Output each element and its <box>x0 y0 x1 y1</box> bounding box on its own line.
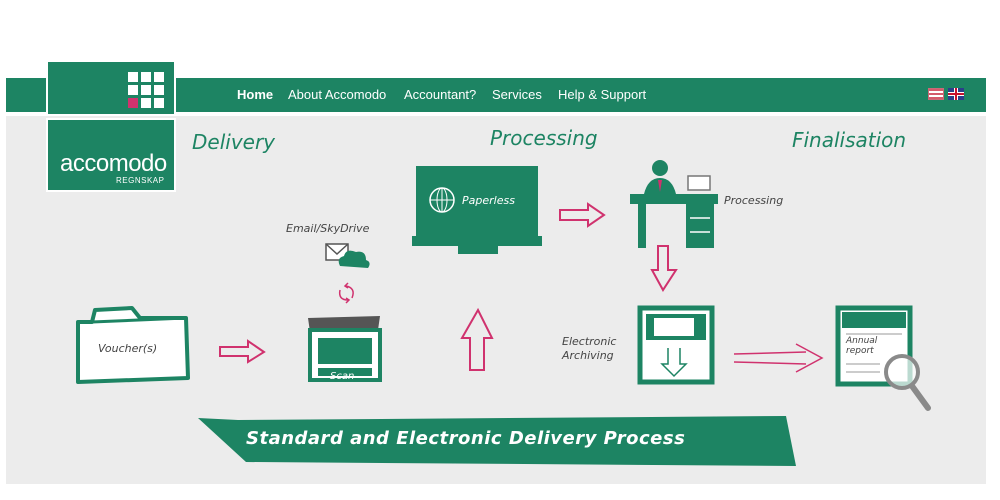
scanner-icon <box>308 316 382 382</box>
scan-label: Scan <box>330 371 355 382</box>
sync-arrows-icon <box>338 282 354 304</box>
voucher-folder-icon <box>76 306 190 384</box>
arrow-down-icon <box>650 245 678 292</box>
logo-subtitle: REGNSKAP <box>116 176 165 185</box>
archiving-label-line1: Electronic <box>562 335 617 348</box>
nav-services-link[interactable]: Services <box>492 87 542 102</box>
logo-grid-block[interactable] <box>46 60 176 116</box>
process-banner <box>198 416 796 466</box>
processing-desk-icon <box>630 160 718 248</box>
annual-report-label-line2: report <box>846 346 874 356</box>
process-banner-title: Standard and Electronic Delivery Process <box>246 428 686 449</box>
nav-accountant-link[interactable]: Accountant? <box>404 87 477 102</box>
norwegian-flag-icon[interactable] <box>928 88 944 100</box>
nav-about-link[interactable]: About Accomodo <box>288 87 387 102</box>
email-cloud-icon <box>325 243 370 268</box>
arrow-right-icon <box>559 202 606 228</box>
stage-title-finalisation: Finalisation <box>792 128 907 152</box>
uk-flag-icon[interactable] <box>948 88 964 100</box>
magnifier-icon <box>884 354 931 411</box>
stage-title-delivery: Delivery <box>192 130 276 154</box>
processing-label: Processing <box>724 194 784 207</box>
arrow-right-icon <box>733 343 824 373</box>
paperless-monitor-icon <box>412 166 542 254</box>
paperless-label: Paperless <box>462 194 515 207</box>
nav-help-support-link[interactable]: Help & Support <box>558 87 647 102</box>
stage-title-processing: Processing <box>490 126 598 150</box>
logo-wordmark[interactable]: accomodo REGNSKAP <box>46 118 176 192</box>
logo-name: accomodo <box>60 150 167 177</box>
vouchers-label: Voucher(s) <box>98 342 158 355</box>
arrow-right-icon <box>219 339 266 364</box>
annual-report-label-line1: Annual <box>846 336 878 346</box>
archiving-label-line2: Archiving <box>562 349 614 362</box>
email-skydrive-label: Email/SkyDrive <box>286 222 370 235</box>
nav-home-link[interactable]: Home <box>237 87 274 102</box>
electronic-archive-icon <box>637 305 715 385</box>
arrow-up-icon <box>460 307 494 371</box>
logo-grid-icon <box>128 72 164 108</box>
